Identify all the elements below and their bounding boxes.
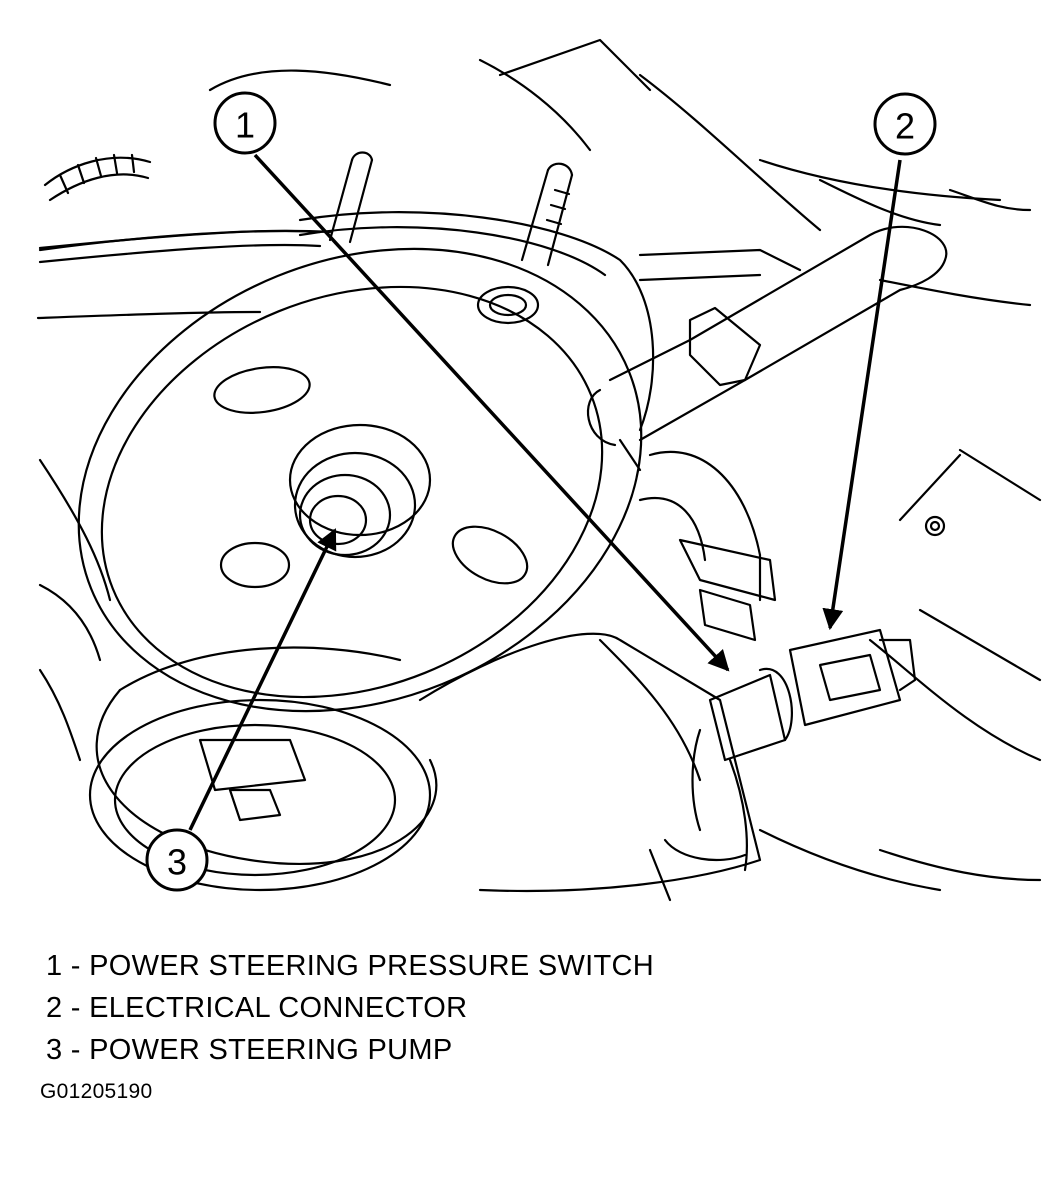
figure-id: G01205190	[40, 1080, 153, 1103]
callout-1-number: 1	[235, 105, 255, 146]
callout-2-leader	[822, 159, 902, 631]
callout-3: 3	[145, 828, 209, 892]
callout-2: 2	[873, 92, 937, 156]
return-hose	[638, 450, 777, 642]
engine-background	[36, 38, 1042, 892]
mounting-studs	[328, 151, 574, 267]
legend: 1 - POWER STEERING PRESSURE SWITCH 2 - E…	[46, 945, 654, 1071]
legend-item-3: 3 - POWER STEERING PUMP	[46, 1034, 453, 1066]
drive-belt	[38, 229, 402, 692]
callout-3-number: 3	[167, 842, 187, 883]
callout-3-leader	[188, 528, 337, 831]
pressure-switch	[663, 628, 917, 872]
callout-1-leader	[253, 153, 730, 672]
legend-item-2: 2 - ELECTRICAL CONNECTOR	[46, 992, 468, 1024]
idler-pulley	[88, 688, 438, 892]
legend-item-1: 1 - POWER STEERING PRESSURE SWITCH	[46, 950, 654, 982]
callout-1: 1	[213, 91, 277, 155]
hose-coil	[43, 153, 152, 202]
pump-body	[298, 211, 655, 432]
callout-2-number: 2	[895, 106, 915, 147]
pump-illustration: 1 2 3	[36, 38, 1042, 902]
mounting-bracket	[418, 632, 762, 902]
pressure-line	[586, 225, 948, 472]
